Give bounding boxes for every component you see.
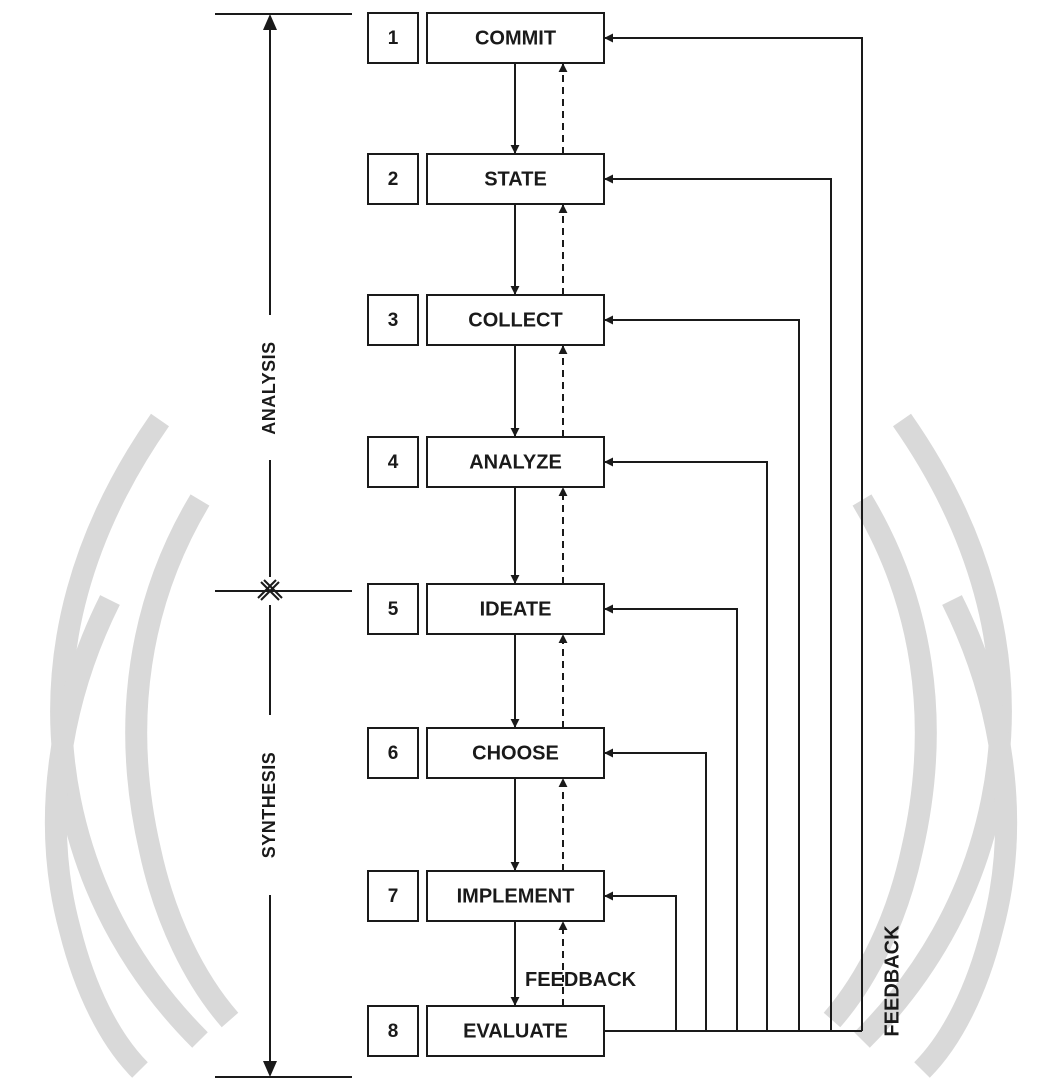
step-label: COMMIT	[475, 27, 556, 49]
step-label: EVALUATE	[463, 1020, 568, 1042]
step-number: 6	[388, 743, 399, 764]
inner-feedback-label: FEEDBACK	[525, 969, 637, 991]
step-state: 2 STATE	[367, 153, 605, 205]
phase-axis	[215, 13, 352, 1078]
feedback-loop-to-collect	[604, 315, 800, 1031]
step-number-box	[367, 870, 419, 922]
step-number-box	[367, 436, 419, 488]
phase-boundary-cross	[257, 579, 283, 601]
feedback-loop-to-analyze	[604, 457, 768, 1031]
phase-label-analysis: ANALYSIS	[259, 341, 279, 434]
watermark-wings	[44, 413, 1018, 1078]
step-evaluate: 8 EVALUATE	[367, 1005, 605, 1057]
step-label-box	[426, 436, 605, 488]
step-label: CHOOSE	[472, 742, 559, 764]
step-label: IDEATE	[480, 598, 552, 620]
step-number: 1	[388, 28, 399, 49]
feedback-loop-to-state	[604, 174, 832, 1031]
step-number-box	[367, 1005, 419, 1057]
step-number: 3	[388, 310, 399, 331]
step-number-box	[367, 294, 419, 346]
step-number: 2	[388, 169, 399, 190]
flow-layer	[510, 63, 568, 1006]
feedback-loop-to-implement	[604, 891, 677, 1031]
outer-feedback-label: FEEDBACK	[881, 925, 903, 1037]
step-number-box	[367, 583, 419, 635]
step-implement: 7 IMPLEMENT	[367, 870, 605, 922]
step-label-box	[426, 12, 605, 64]
step-number: 7	[388, 886, 399, 907]
step-number: 8	[388, 1021, 399, 1042]
step-label: COLLECT	[468, 309, 562, 331]
step-label: IMPLEMENT	[457, 885, 575, 907]
step-label: STATE	[484, 168, 547, 190]
step-choose: 6 CHOOSE	[367, 727, 605, 779]
steps-layer: 1 COMMIT 2 STATE 3 COLLECT 4 ANALYZE 5 IDEATE 6 CHO…	[367, 12, 605, 1057]
step-number-box	[367, 727, 419, 779]
step-number: 4	[388, 452, 399, 473]
step-label-box	[426, 153, 605, 205]
step-label-box	[426, 870, 605, 922]
step-collect: 3 COLLECT	[367, 294, 605, 346]
step-label-box	[426, 294, 605, 346]
feedback-layer	[604, 33, 863, 1032]
step-commit: 1 COMMIT	[367, 12, 605, 64]
step-label-box	[426, 727, 605, 779]
step-analyze: 4 ANALYZE	[367, 436, 605, 488]
feedback-loop-to-choose	[604, 748, 707, 1031]
step-label-box	[426, 1005, 605, 1057]
feedback-loop-to-commit	[604, 33, 863, 1031]
feedback-loop-to-ideate	[604, 604, 738, 1031]
phase-label-synthesis: SYNTHESIS	[259, 752, 279, 859]
step-number-box	[367, 153, 419, 205]
step-ideate: 5 IDEATE	[367, 583, 605, 635]
step-label: ANALYZE	[469, 451, 562, 473]
step-number-box	[367, 12, 419, 64]
step-number: 5	[388, 599, 399, 620]
